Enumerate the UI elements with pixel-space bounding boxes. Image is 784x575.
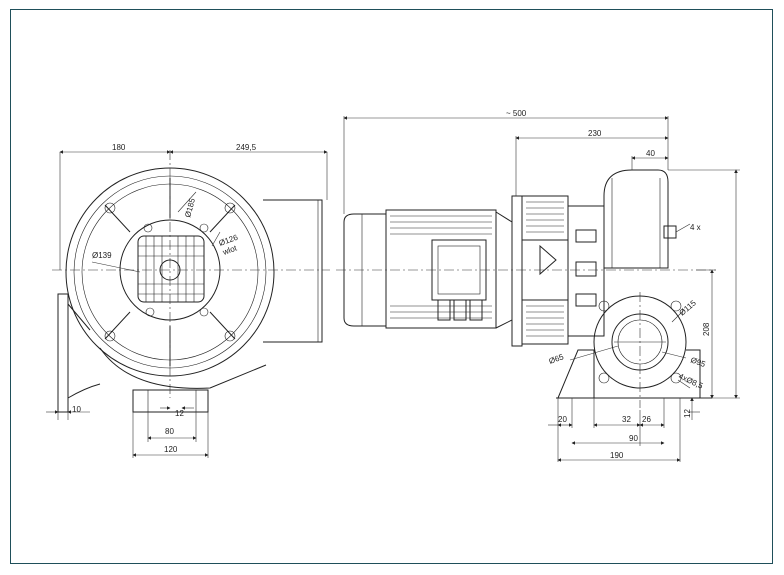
front-view	[46, 150, 330, 458]
dimension-labels: 180 249,5 ~ 500 230 40 4 x 208 12 10 12 …	[72, 109, 711, 460]
dia-185: Ø185	[183, 197, 197, 219]
side-view	[336, 116, 740, 462]
heat-sink-lower	[521, 299, 569, 345]
motor-body	[385, 209, 497, 329]
dia-65: Ø65	[548, 352, 566, 366]
dim-4x: 4 x	[690, 223, 701, 232]
dim-40: 40	[646, 149, 655, 158]
dia-8-5: 4xØ8,5	[677, 372, 705, 391]
dim-80: 80	[165, 427, 174, 436]
dim-12-right: 12	[683, 409, 692, 418]
dim-12: 12	[175, 409, 184, 418]
heat-sink-upper	[521, 195, 569, 241]
blower-housing	[603, 169, 669, 269]
dim-120: 120	[164, 445, 178, 454]
dia-95: Ø95	[689, 355, 707, 369]
dia-115: Ø115	[678, 298, 699, 317]
dia-139: Ø139	[92, 251, 112, 260]
dim-90: 90	[629, 434, 638, 443]
foot	[132, 389, 209, 413]
dim-190: 190	[610, 451, 624, 460]
drawing-frame	[10, 9, 773, 564]
housing-scroll	[263, 199, 323, 343]
motor-fins	[390, 215, 492, 319]
dim-180: 180	[112, 143, 126, 152]
dim-230: 230	[588, 129, 602, 138]
dim-500: ~ 500	[506, 109, 527, 118]
dim-208: 208	[702, 322, 711, 336]
dim-32: 32	[622, 415, 631, 424]
dim-26: 26	[642, 415, 651, 424]
inlet-flange	[57, 293, 69, 413]
inlet-grille	[137, 235, 205, 303]
dim-249-5: 249,5	[236, 143, 257, 152]
dim-20: 20	[558, 415, 567, 424]
dim-10: 10	[72, 405, 81, 414]
